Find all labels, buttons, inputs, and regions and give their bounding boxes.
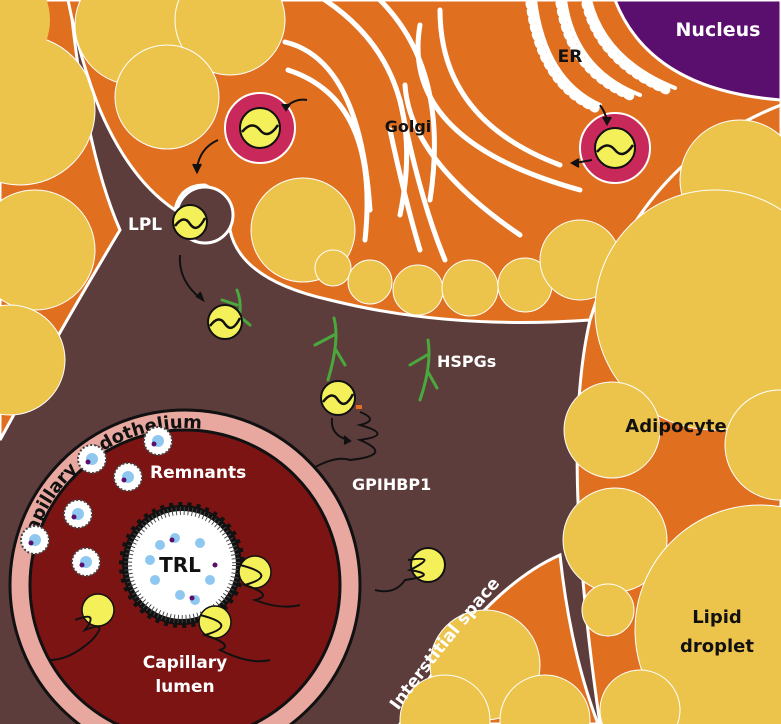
golgi-apparatus — [282, 0, 583, 263]
left-adipocyte — [0, 0, 122, 441]
remnant-particle — [63, 499, 93, 529]
lpl-secreted — [172, 204, 208, 240]
gpihbp1-lpl-complex — [374, 547, 446, 593]
lpl-on-hspg — [207, 304, 243, 340]
golgi-vesicle — [224, 92, 296, 164]
hspgs-label: HSPGs — [437, 352, 496, 371]
gpihbp1-label: GPIHBP1 — [352, 475, 431, 494]
right-adipocyte — [562, 103, 781, 724]
endoplasmic-reticulum — [525, 0, 677, 113]
lipid-droplet-label-line1: Lipid — [692, 607, 742, 628]
nucleus: Nucleus — [613, 0, 781, 102]
lumenal-lpl — [238, 555, 301, 608]
nucleus-label: Nucleus — [676, 19, 761, 41]
lpl-near-gpihbp1 — [320, 380, 362, 416]
remnant-particle — [77, 444, 107, 474]
capillary-lumen-label-line1: Capillary — [143, 653, 228, 673]
lumenal-lpl — [49, 593, 115, 661]
bottom-adipocyte — [398, 552, 600, 724]
remnant-particles — [20, 426, 173, 577]
er-label: ER — [558, 47, 583, 67]
arrow-secretion — [178, 254, 201, 299]
lumenal-lpl-complexes — [49, 555, 301, 663]
trl-particle — [119, 502, 245, 628]
remnants-label: Remnants — [150, 463, 246, 483]
remnant-particle — [20, 525, 50, 555]
lipid-droplet-label-line2: droplet — [680, 636, 754, 657]
hspg-chains — [220, 288, 439, 402]
top-adipocyte — [66, 0, 781, 324]
lpl-label: LPL — [128, 215, 162, 235]
er-vesicle — [579, 112, 651, 184]
remnant-particle — [113, 462, 143, 492]
lumenal-lpl — [198, 605, 271, 663]
adipocyte-label: Adipocyte — [625, 416, 726, 437]
transport-arrows — [178, 98, 612, 445]
remnant-particle — [71, 547, 101, 577]
trl-label: TRL — [159, 553, 201, 577]
golgi-label: Golgi — [385, 117, 432, 136]
remnant-particle — [143, 426, 173, 456]
capillary-lumen-label-line2: lumen — [155, 677, 214, 697]
gpihbp1-protein — [309, 411, 379, 471]
